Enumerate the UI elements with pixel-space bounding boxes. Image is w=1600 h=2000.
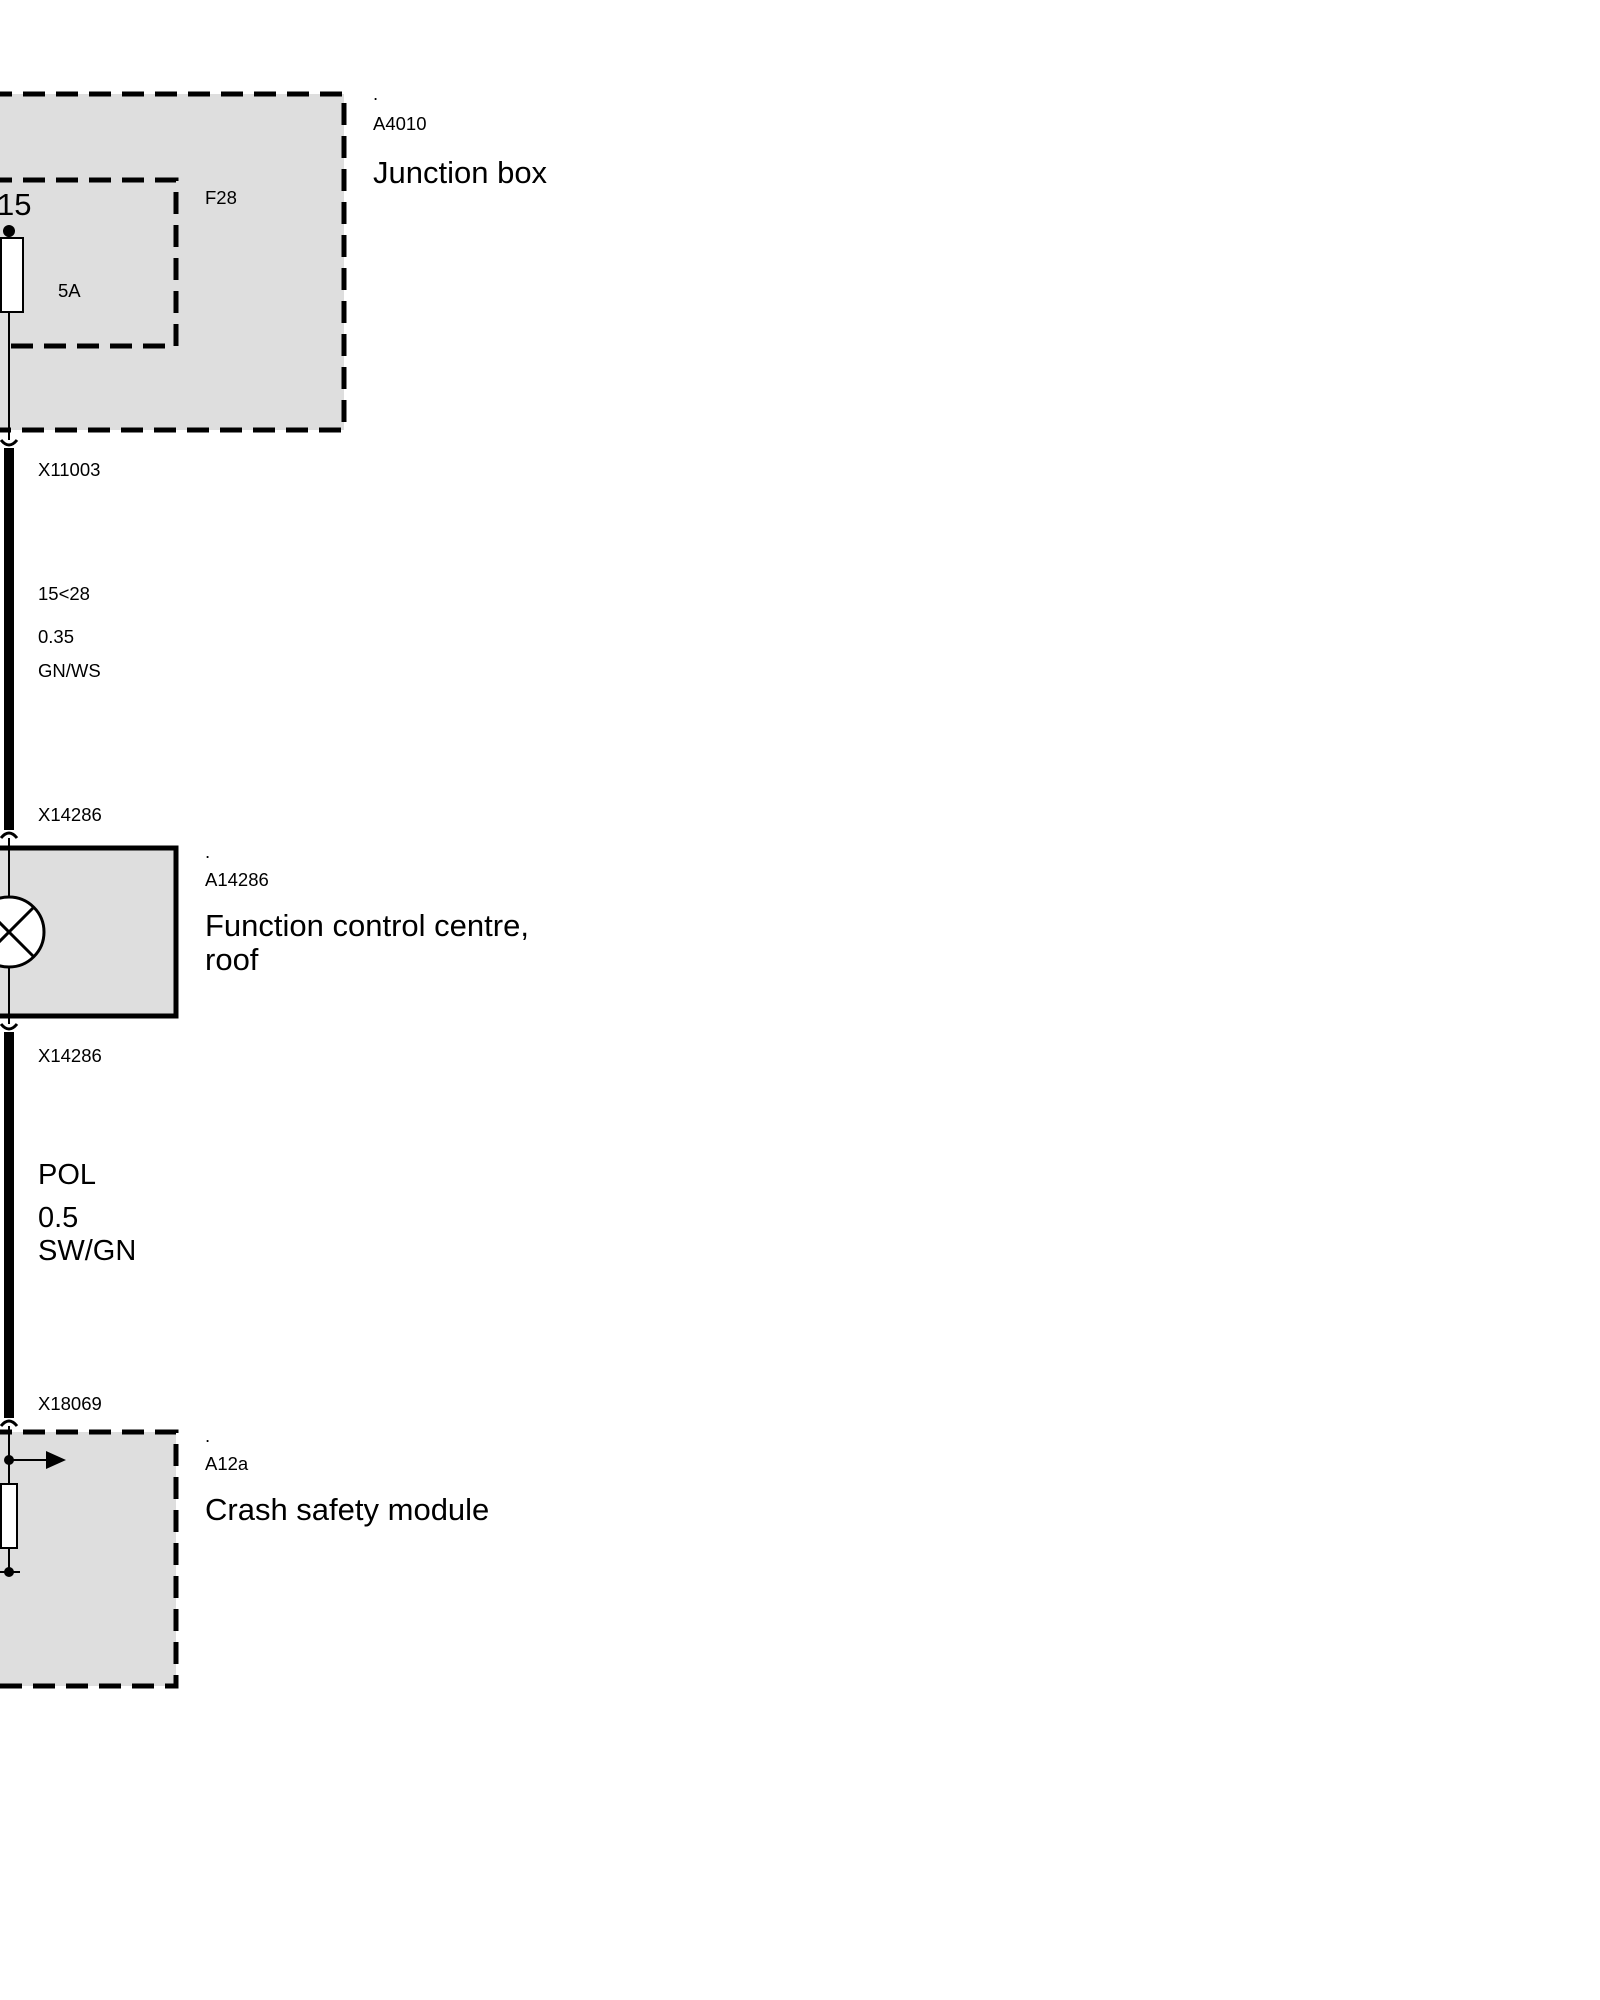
wire-1-signal: 15<28 <box>38 583 90 604</box>
fcc-dot: . <box>205 841 210 862</box>
csm-dot: . <box>205 1425 210 1446</box>
arrow-right-icon <box>46 1451 66 1469</box>
lamp-cross-2 <box>0 905 36 944</box>
wire-1-color-code: GN/WS <box>38 660 101 681</box>
resistor-symbol <box>0 1483 18 1549</box>
connector-bottom-label: X18069 <box>38 1393 102 1414</box>
wire-2-cross-section: 0.5 <box>38 1202 78 1234</box>
connector-x18069-symbol <box>0 1419 19 1427</box>
csm-name: Crash safety module <box>205 1492 489 1527</box>
fuse-id-label: F28 <box>205 187 237 208</box>
connector-x11003-symbol <box>0 439 19 447</box>
wire-2-color-code: SW/GN <box>38 1235 136 1267</box>
connector-x14286-in-symbol <box>0 831 19 839</box>
terminal-label: 15 <box>0 187 31 222</box>
wire-1-cross-section: 0.35 <box>38 626 74 647</box>
connector-fcc-out-label: X14286 <box>38 1045 102 1066</box>
junction-box-dot: . <box>373 83 378 104</box>
fuse-symbol <box>0 237 24 313</box>
fcc-name-line2: roof <box>205 942 259 977</box>
fcc-name-line1: Function control centre, <box>205 908 529 943</box>
connector-top-label: X11003 <box>38 459 100 480</box>
connector-fcc-in-label: X14286 <box>38 804 102 825</box>
csm-code: A12a <box>205 1453 249 1474</box>
fuse-rating-label: 5A <box>58 280 81 301</box>
junction-box-name: Junction box <box>373 155 548 190</box>
wire-2-signal: POL <box>38 1159 96 1191</box>
fuse-box-outline <box>0 177 179 349</box>
connector-x14286-out-symbol <box>0 1023 19 1031</box>
junction-box-code: A4010 <box>373 113 427 134</box>
fcc-code: A14286 <box>205 869 269 890</box>
crash-safety-module-outline <box>0 1429 179 1689</box>
